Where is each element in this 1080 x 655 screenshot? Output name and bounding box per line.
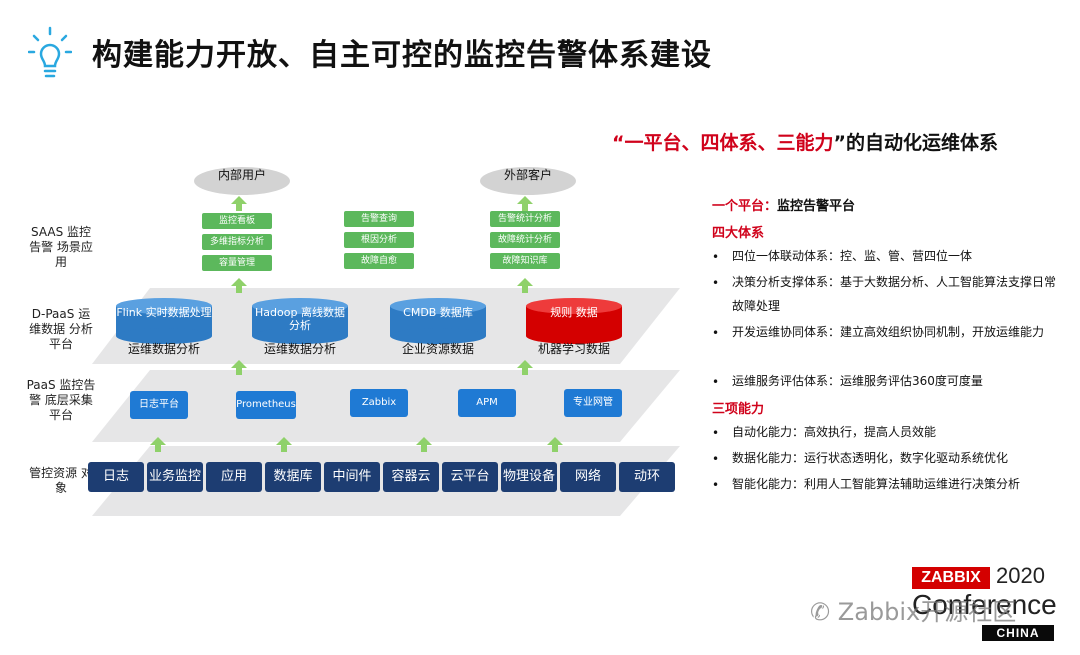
database-cylinder: Flink 实时数据处理 xyxy=(116,298,212,344)
saas-box: 故障知识库 xyxy=(490,253,560,269)
bullet: • xyxy=(712,375,720,389)
page-title: 构建能力开放、自主可控的监控告警体系建设 xyxy=(92,38,712,73)
platform-value: 监控告警平台 xyxy=(777,199,856,214)
paas-box: 专业网管 xyxy=(564,389,622,417)
database-cylinder: 规则 数据 xyxy=(526,298,622,344)
system-item: 开发运维协同体系：建立高效组织协同机制，开放运维能力 xyxy=(732,325,1045,339)
level-label-paas: PaaS 监控告警 底层采集 平台 xyxy=(26,378,96,422)
paas-box: 日志平台 xyxy=(130,391,188,419)
saas-box: 根因分析 xyxy=(344,232,414,248)
system-item: 决策分析支撑体系：基于大数据分析、人工智能算法支撑日常故障处理 xyxy=(732,275,1057,313)
database-caption: 运维数据分析 xyxy=(263,342,336,356)
resource-box: 日志 xyxy=(88,462,144,492)
level-label-resources: 管控资源 对象 xyxy=(29,466,93,495)
platform-heading: 一个平台：监控告警平台 xyxy=(712,195,855,214)
ability-item: 智能化能力：利用人工智能算法辅助运维进行决策分析 xyxy=(732,477,1021,491)
saas-box: 告警统计分析 xyxy=(490,211,560,227)
database-cylinder: Hadoop 离线数据分析 xyxy=(252,298,348,344)
resource-box: 云平台 xyxy=(442,462,498,492)
bullet: • xyxy=(712,326,720,340)
resource-box: 动环 xyxy=(619,462,675,492)
database-name: CMDB 数据库 xyxy=(403,306,473,319)
saas-box: 故障统计分析 xyxy=(490,232,560,248)
ability-item: 自动化能力：高效执行，提高人员效能 xyxy=(732,425,937,439)
system-item: 四位一体联动体系：控、监、管、营四位一体 xyxy=(732,249,973,263)
saas-box: 监控看板 xyxy=(202,213,272,229)
ability-item: 数据化能力：运行状态透明化，数字化驱动系统优化 xyxy=(732,451,1009,465)
level-label-dpaas: D-PaaS 运维数据 分析平台 xyxy=(29,307,93,351)
database-caption: 运维数据分析 xyxy=(127,342,200,356)
resource-box: 中间件 xyxy=(324,462,380,492)
resource-box: 数据库 xyxy=(265,462,321,492)
saas-box: 容量管理 xyxy=(202,255,272,271)
resource-box: 物理设备 xyxy=(501,462,557,492)
bullet: • xyxy=(712,276,720,290)
level-label-saas: SAAS 监控告警 场景应用 xyxy=(29,225,93,269)
saas-box: 告警查询 xyxy=(344,211,414,227)
zabbix-conference-logo: ZABBIX 2020 Conference CHINA xyxy=(912,563,1062,643)
paas-box: Zabbix xyxy=(350,389,408,417)
external-customer-node: 外部客户 xyxy=(480,167,576,195)
database-caption: 机器学习数据 xyxy=(537,342,610,356)
bullet: • xyxy=(712,452,720,466)
watermark-text: Zabbix开源社区 xyxy=(837,598,1017,626)
paas-box: APM xyxy=(458,389,516,417)
bullet: • xyxy=(712,426,720,440)
paas-box: Prometheus xyxy=(236,391,296,419)
saas-box: 故障自愈 xyxy=(344,253,414,269)
logo-year: 2020 xyxy=(996,563,1045,588)
wechat-icon: ✆ xyxy=(810,598,831,626)
resource-box: 业务监控 xyxy=(147,462,203,492)
saas-box: 多维指标分析 xyxy=(202,234,272,250)
logo-region: CHINA xyxy=(982,625,1054,641)
resource-box: 网络 xyxy=(560,462,616,492)
subtitle-prefix: “ xyxy=(612,132,625,154)
subtitle-highlight: 一平台、四体系、三能力 xyxy=(624,132,834,154)
logo-line: Conference xyxy=(912,589,1057,620)
resource-box: 应用 xyxy=(206,462,262,492)
database-name: 规则 数据 xyxy=(550,306,598,319)
internal-user-node: 内部用户 xyxy=(194,167,290,195)
bullet: • xyxy=(712,478,720,492)
database-name: Hadoop 离线数据分析 xyxy=(255,306,345,332)
database-cylinder: CMDB 数据库 xyxy=(390,298,486,344)
watermark: ✆ Zabbix开源社区 xyxy=(810,592,1016,627)
abilities-heading: 三项能力 xyxy=(712,402,765,417)
systems-heading: 四大体系 xyxy=(712,226,765,241)
platform-head: 一个平台： xyxy=(712,199,778,214)
lightbulb-icon xyxy=(28,26,72,78)
database-caption: 企业资源数据 xyxy=(401,342,474,356)
subtitle: “一平台、四体系、三能力”的自动化运维体系 xyxy=(612,128,998,155)
logo-brand: ZABBIX xyxy=(912,567,990,589)
database-name: Flink 实时数据处理 xyxy=(116,306,212,319)
system-item: 运维服务评估体系：运维服务评估360度可度量 xyxy=(732,374,983,388)
resource-box: 容器云 xyxy=(383,462,439,492)
bullet: • xyxy=(712,250,720,264)
subtitle-suffix: ”的自动化运维体系 xyxy=(833,132,999,154)
